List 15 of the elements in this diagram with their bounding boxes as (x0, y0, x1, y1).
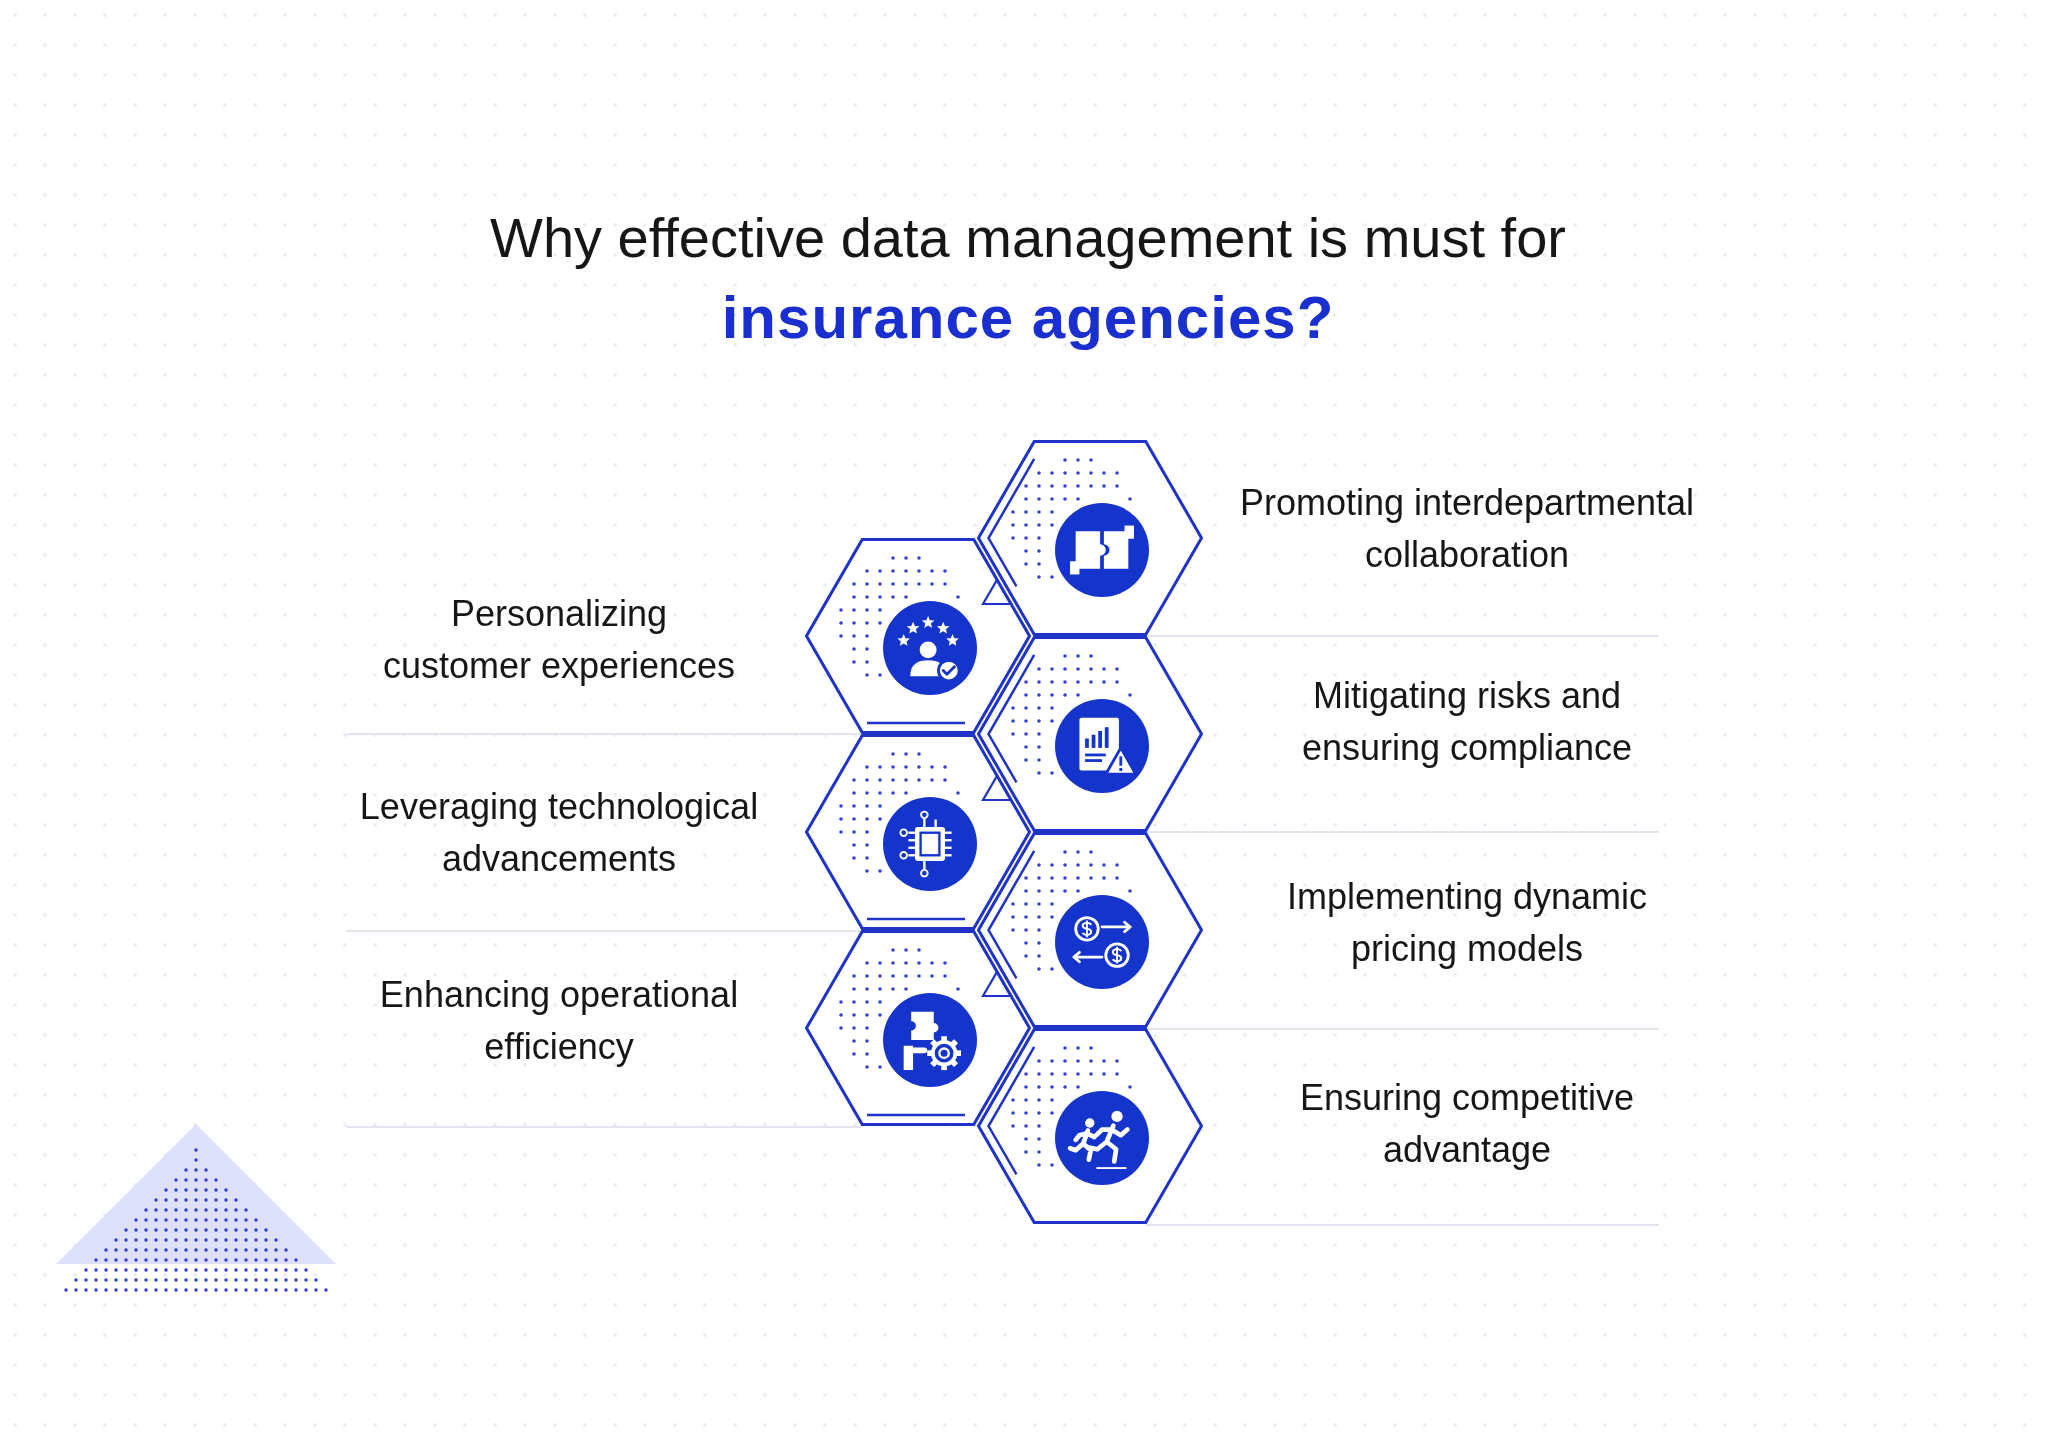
benefit-label: Promoting interdepartmental collaboration (1238, 481, 1696, 577)
benefit-label: Ensuring competitive advantage (1298, 1076, 1636, 1172)
benefit-label: Personalizing customer experiences (381, 592, 737, 688)
hexagon-frame (805, 538, 1031, 734)
hexagon-frame (977, 832, 1203, 1028)
title-heading: Why effective data management is must for insurance agencies? (489, 205, 1567, 353)
benefit-label: Mitigating risks and ensuring compliance (1300, 674, 1634, 770)
benefit-label: Enhancing operational efficiency (378, 973, 740, 1069)
hexagon-frame (977, 1028, 1203, 1224)
hexagon-frame (805, 734, 1031, 930)
benefit-label: Implementing dynamic pricing models (1285, 875, 1649, 971)
hexagon-frame (977, 636, 1203, 832)
hexagon-frame (977, 440, 1203, 636)
benefit-label: Leveraging technological advancements (358, 785, 760, 881)
hexagon-frame (805, 930, 1031, 1126)
